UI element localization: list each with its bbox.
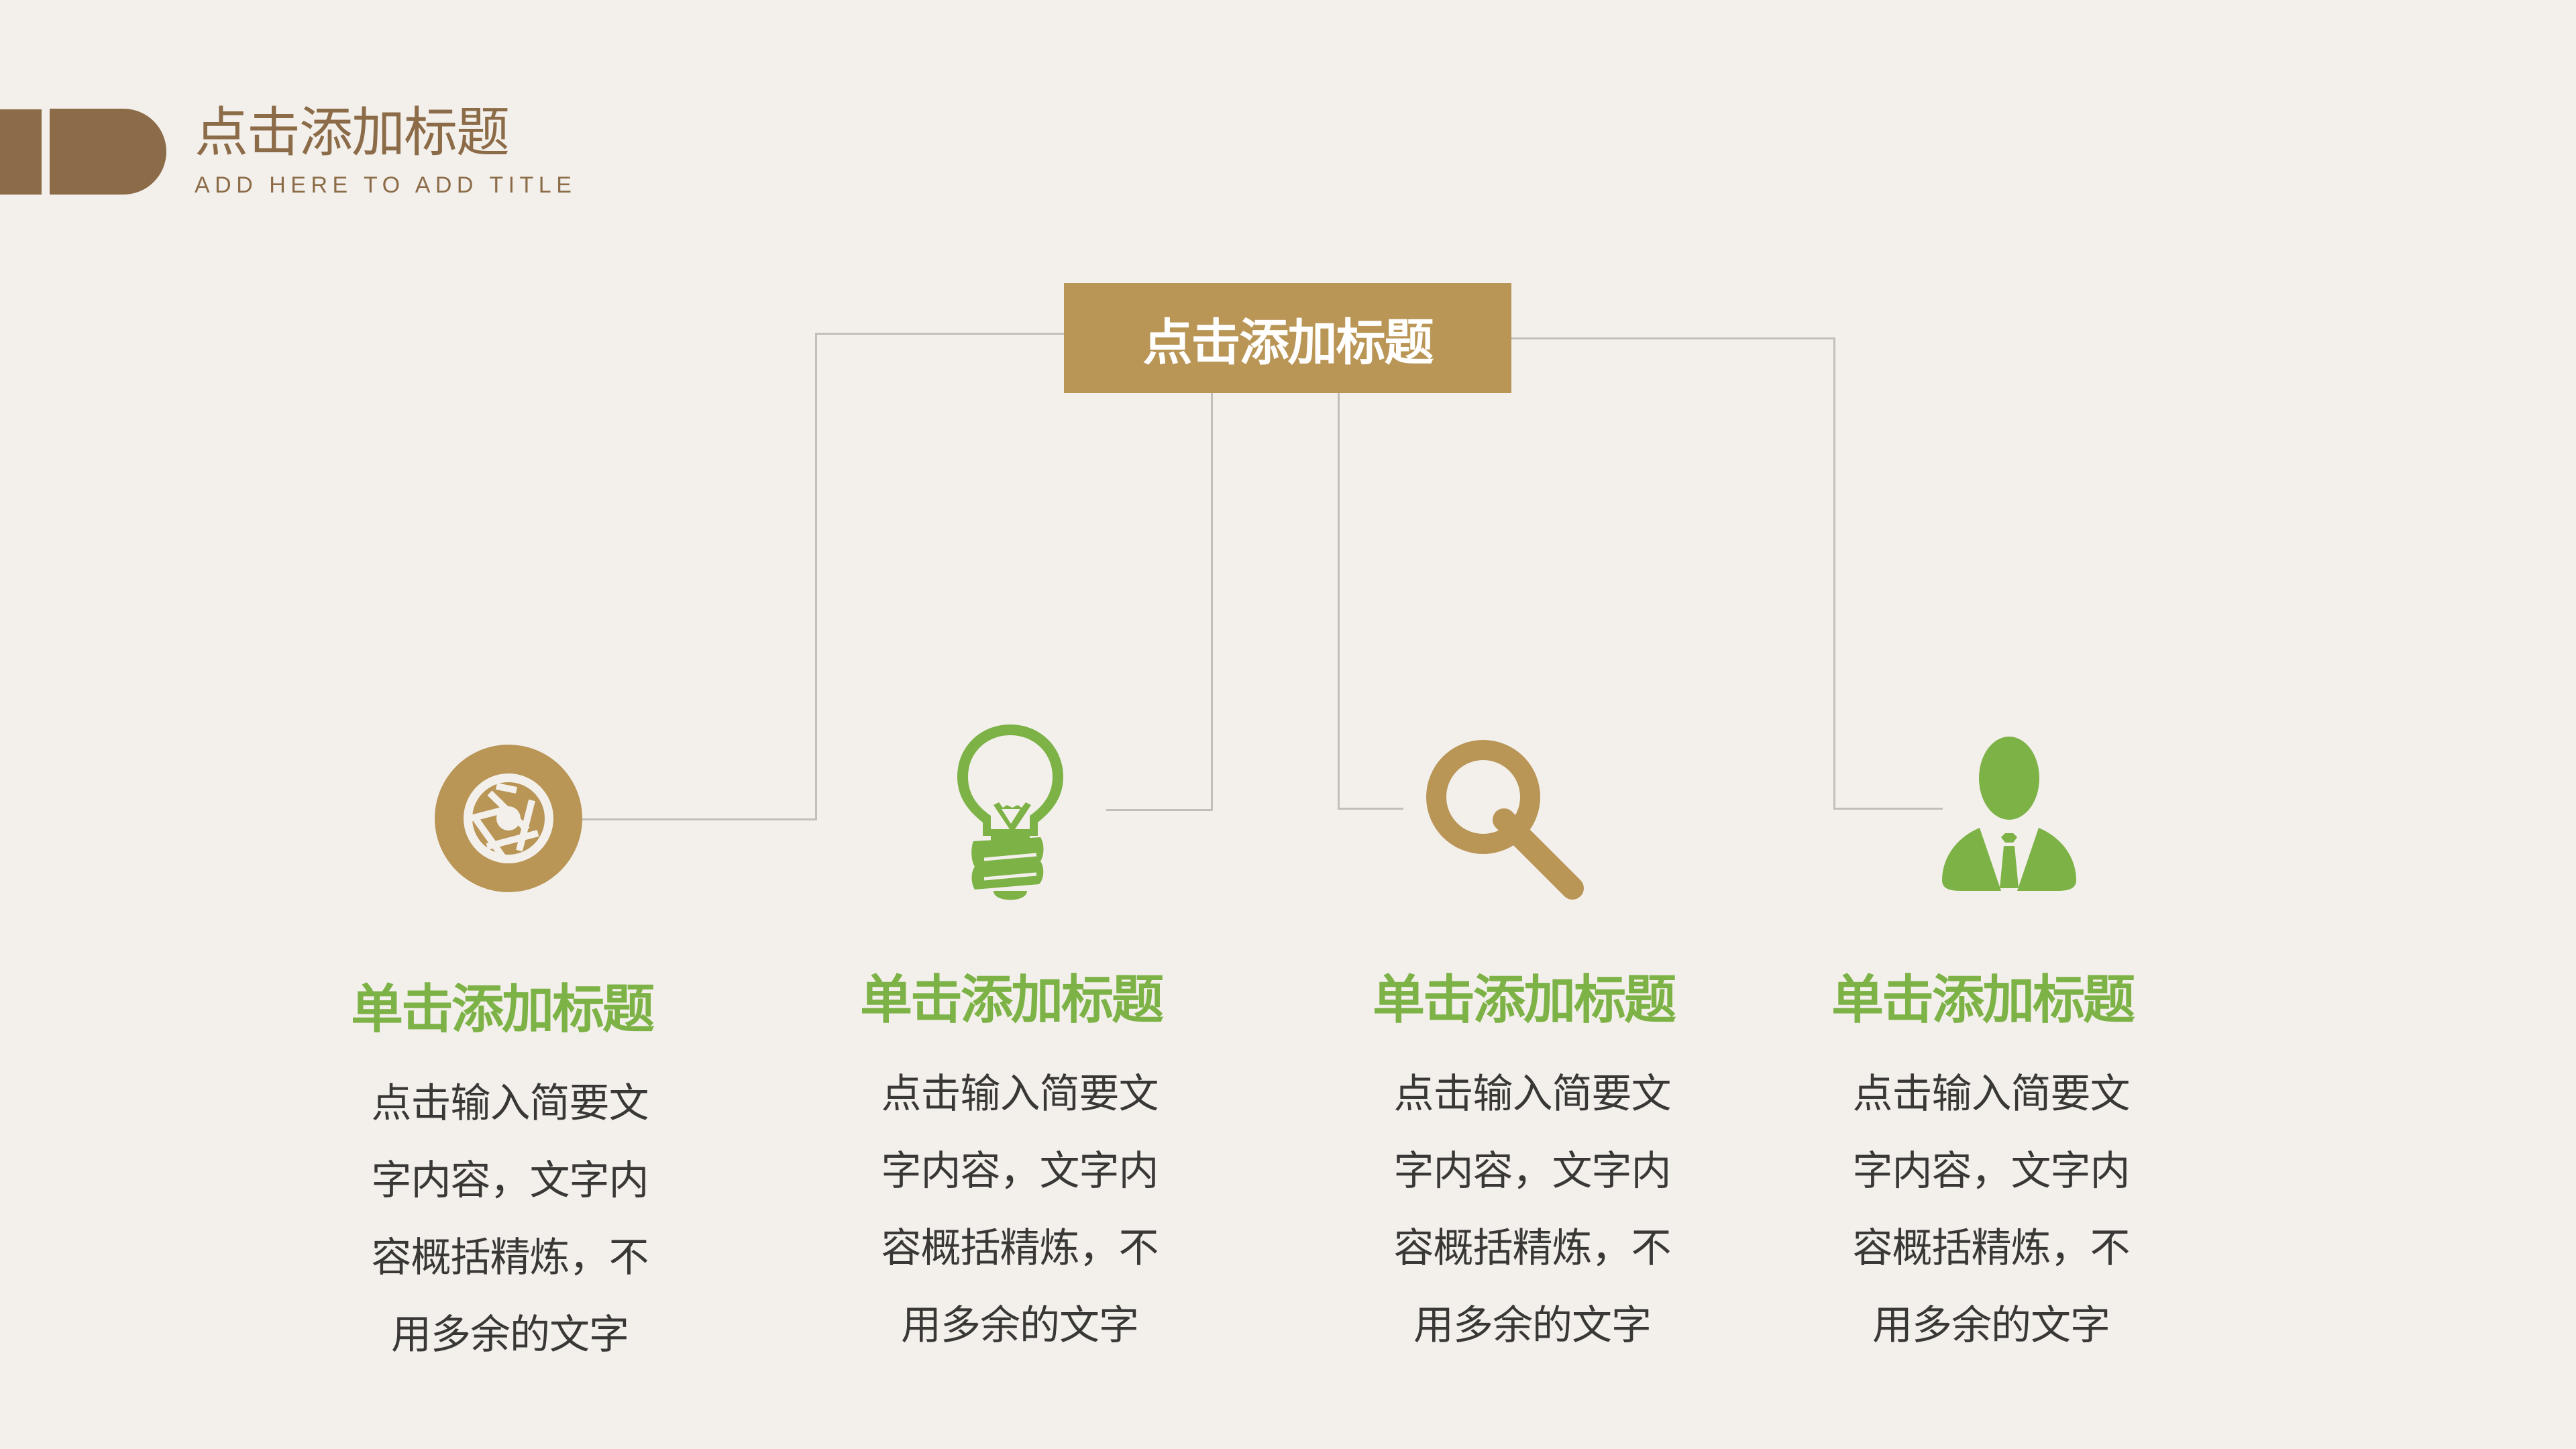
connector-4-bottom [1833, 808, 1943, 810]
connector-2-vertical [1211, 393, 1213, 810]
column-title[interactable]: 单击添加标题 [1372, 970, 1676, 1030]
body-line: 容概括精炼，不 [881, 1225, 1159, 1272]
connector-1-vertical [815, 333, 817, 820]
central-title-box[interactable]: 点击添加标题 [1064, 283, 1511, 393]
body-line: 容概括精炼，不 [1393, 1225, 1672, 1272]
body-line: 用多余的文字 [901, 1302, 1139, 1349]
header-decoration-tab [50, 109, 166, 195]
column-title[interactable]: 单击添加标题 [859, 970, 1164, 1030]
connector-3-vertical [1338, 393, 1340, 809]
body-line: 用多余的文字 [1413, 1302, 1652, 1349]
connector-4-top [1511, 337, 1835, 339]
body-line: 容概括精炼，不 [371, 1234, 649, 1281]
connector-1-bottom [582, 818, 817, 820]
page-title[interactable]: 点击添加标题 [195, 101, 510, 164]
body-line: 用多余的文字 [391, 1311, 629, 1358]
magnifier-icon [1426, 740, 1584, 900]
page-subtitle[interactable]: ADD HERE TO ADD TITLE [195, 172, 577, 198]
central-title-label: 点击添加标题 [1142, 313, 1434, 372]
body-line: 用多余的文字 [1872, 1302, 2110, 1349]
body-line: 点击输入简要文 [1393, 1071, 1672, 1118]
column-body[interactable]: 点击输入简要文 字内容，文字内 容概括精炼，不 用多余的文字 [1371, 1056, 1693, 1364]
column-title[interactable]: 单击添加标题 [350, 979, 655, 1040]
body-line: 点击输入简要文 [1852, 1071, 2131, 1118]
header-decoration-bar [0, 109, 42, 195]
body-line: 字内容，文字内 [881, 1148, 1159, 1195]
connector-3-bottom [1338, 808, 1403, 810]
connector-4-vertical [1833, 337, 1835, 809]
column-body[interactable]: 点击输入简要文 字内容，文字内 容概括精炼，不 用多余的文字 [1830, 1056, 2152, 1364]
column-title[interactable]: 单击添加标题 [1831, 970, 2135, 1030]
column-body[interactable]: 点击输入简要文 字内容，文字内 容概括精炼，不 用多余的文字 [859, 1056, 1181, 1364]
body-line: 字内容，文字内 [371, 1157, 649, 1204]
lightbulb-icon [957, 724, 1063, 900]
column-body[interactable]: 点击输入简要文 字内容，文字内 容概括精炼，不 用多余的文字 [349, 1065, 671, 1374]
body-line: 容概括精炼，不 [1852, 1225, 2131, 1272]
businessman-icon [1942, 737, 2076, 891]
body-line: 字内容，文字内 [1852, 1148, 2131, 1195]
body-line: 点击输入简要文 [371, 1080, 649, 1127]
camera-aperture-icon [435, 745, 582, 892]
connector-2-bottom [1106, 809, 1213, 811]
body-line: 字内容，文字内 [1393, 1148, 1672, 1195]
connector-1-top [816, 333, 1064, 335]
body-line: 点击输入简要文 [881, 1071, 1159, 1118]
